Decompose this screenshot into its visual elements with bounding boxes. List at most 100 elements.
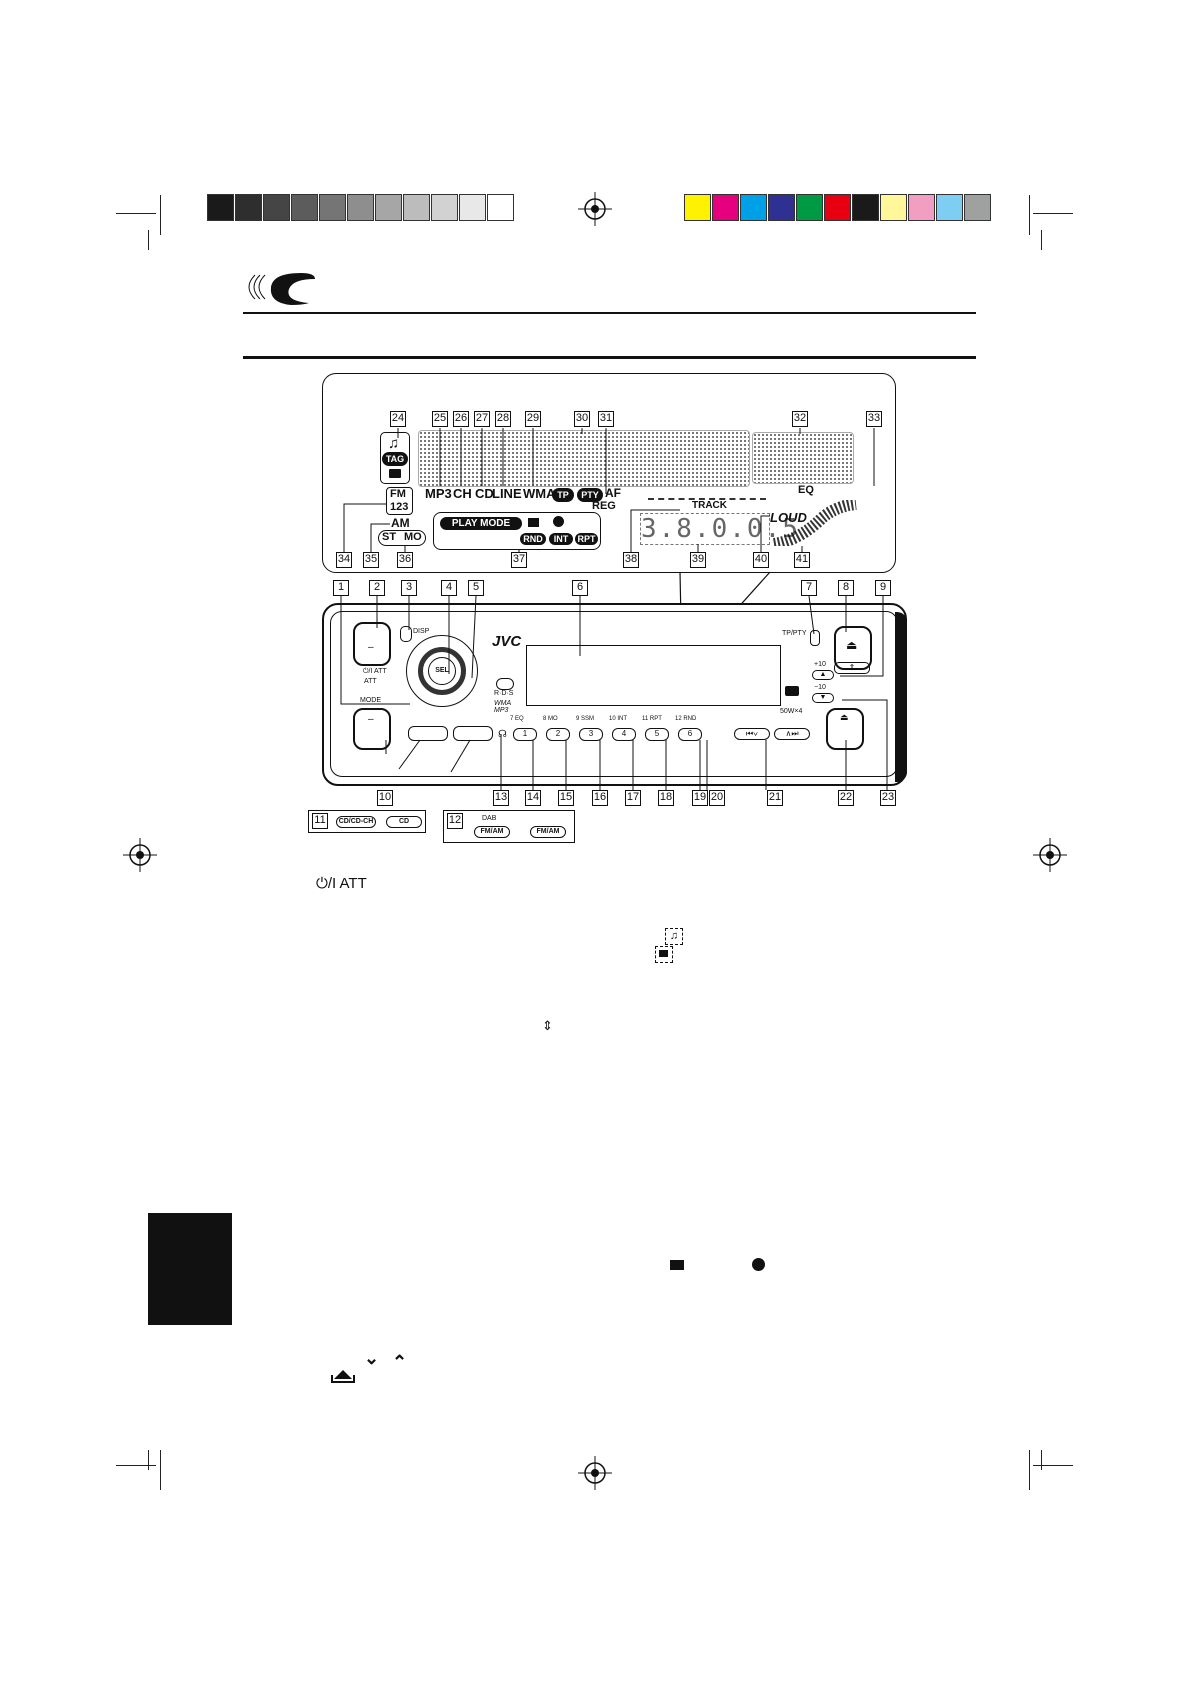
header-rule — [243, 356, 976, 359]
detach-icon: ⇕ — [542, 1018, 553, 1033]
plus10-label: +10 — [814, 661, 826, 668]
folder-icon — [389, 469, 401, 478]
callout-5: 5 — [468, 580, 484, 596]
fm-indicator: FM — [390, 488, 406, 500]
dot-matrix-display — [418, 430, 750, 487]
detach-button[interactable]: ⇕ — [834, 662, 870, 674]
color-swatch — [936, 194, 963, 221]
sel-button[interactable]: SEL — [428, 657, 456, 685]
control-dial-outer[interactable] — [406, 635, 478, 707]
crop-mark — [148, 230, 149, 250]
callout-23: 23 — [880, 790, 896, 806]
callout-25: 25 — [432, 411, 448, 427]
color-swatch — [964, 194, 991, 221]
up-button[interactable]: ▲ — [812, 670, 834, 680]
st-indicator: ST — [382, 531, 397, 543]
crop-mark — [148, 1450, 149, 1470]
preset-label: 10 INT — [609, 716, 628, 722]
loud-indicator: LOUD — [770, 510, 807, 525]
pty-indicator: PTY — [577, 488, 603, 502]
crop-mark — [116, 213, 156, 214]
af-indicator: AF — [605, 486, 621, 500]
callout-26: 26 — [453, 411, 469, 427]
language-tab — [148, 1213, 232, 1325]
mode-button[interactable] — [353, 708, 391, 750]
callout-18: 18 — [658, 790, 674, 806]
fm-am-source-button[interactable] — [453, 726, 493, 741]
callout-32: 32 — [792, 411, 808, 427]
power-att-button[interactable] — [353, 622, 391, 666]
callout-19: 19 — [692, 790, 708, 806]
registration-target-icon — [578, 192, 612, 226]
callout-39: 39 — [690, 552, 706, 568]
skip-forward-button[interactable]: ∧⏭ — [774, 728, 810, 740]
control-dial[interactable] — [418, 647, 466, 695]
preset-button-2[interactable]: 2 — [546, 728, 570, 741]
tag-toggle-icon: ♫ — [655, 928, 683, 964]
tag-label: TAG — [382, 452, 408, 466]
power-att-label: ⏻/I ATT — [363, 668, 387, 675]
release-icon: ⏏ — [840, 712, 849, 722]
callout-37: 37 — [511, 552, 527, 568]
callout-40: 40 — [753, 552, 769, 568]
cd-source-button[interactable] — [408, 726, 448, 741]
gray-swatch — [235, 194, 262, 221]
skip-back-button[interactable]: ⏮∨ — [734, 728, 770, 740]
gray-swatch — [347, 194, 374, 221]
disc-icon — [752, 1258, 765, 1271]
preset-button-5[interactable]: 5 — [645, 728, 669, 741]
control-panel-release-button[interactable] — [826, 708, 864, 750]
gray-swatch — [291, 194, 318, 221]
play-mode-indicator: PLAY MODE — [440, 517, 522, 530]
release-icon — [331, 1370, 355, 1383]
preset-label: 11 RPT — [642, 716, 662, 722]
level-meter-icon — [772, 500, 857, 546]
crop-mark — [160, 1450, 161, 1490]
callout-12: 12 — [447, 813, 463, 829]
mode-label: MODE — [360, 697, 381, 704]
preset-button-1[interactable]: 1 — [513, 728, 537, 741]
fm-am-button-legend: FM/AM — [530, 826, 566, 838]
headphone-icon: ☊ — [498, 729, 507, 740]
eq-indicator: EQ — [798, 484, 814, 496]
callout-35: 35 — [363, 552, 379, 568]
preset-label: 9 SSM — [576, 716, 595, 722]
chevron-down-icon: ⌄ — [364, 1348, 380, 1368]
section-logo-icon — [248, 273, 315, 305]
callout-30: 30 — [574, 411, 590, 427]
crop-mark — [1041, 230, 1042, 250]
display-bottom-leaders — [343, 503, 803, 552]
color-swatch — [740, 194, 767, 221]
disp-button[interactable] — [400, 626, 412, 642]
callout-4: 4 — [441, 580, 457, 596]
callout-6: 6 — [572, 580, 588, 596]
gray-swatch — [375, 194, 402, 221]
registration-target-icon — [123, 838, 157, 872]
color-swatch — [684, 194, 711, 221]
gray-swatch — [403, 194, 430, 221]
display-window — [526, 645, 781, 706]
crop-mark — [1029, 195, 1030, 235]
callout-28: 28 — [495, 411, 511, 427]
cd-indicator: CD — [475, 486, 494, 501]
stereo-mono-group — [378, 530, 426, 546]
preset-label: 12 RND — [675, 716, 697, 722]
color-swatch — [880, 194, 907, 221]
down-button[interactable]: ▼ — [812, 693, 834, 703]
preset-button-6[interactable]: 6 — [678, 728, 702, 741]
unit-side-shadow — [895, 612, 907, 782]
color-swatch — [796, 194, 823, 221]
tp-pty-button[interactable] — [810, 630, 820, 646]
callout-9: 9 — [875, 580, 891, 596]
preset-button-4[interactable]: 4 — [612, 728, 636, 741]
preset-button-3[interactable]: 3 — [579, 728, 603, 741]
legend-11-box — [308, 810, 426, 833]
gray-swatch — [487, 194, 514, 221]
cd-logo — [785, 686, 799, 696]
wma-indicator: WMA — [523, 486, 556, 501]
disc-icon — [553, 516, 564, 527]
tp-indicator: TP — [552, 488, 574, 502]
rds-label: R·D·S — [494, 690, 514, 697]
color-swatch — [768, 194, 795, 221]
color-swatch — [824, 194, 851, 221]
